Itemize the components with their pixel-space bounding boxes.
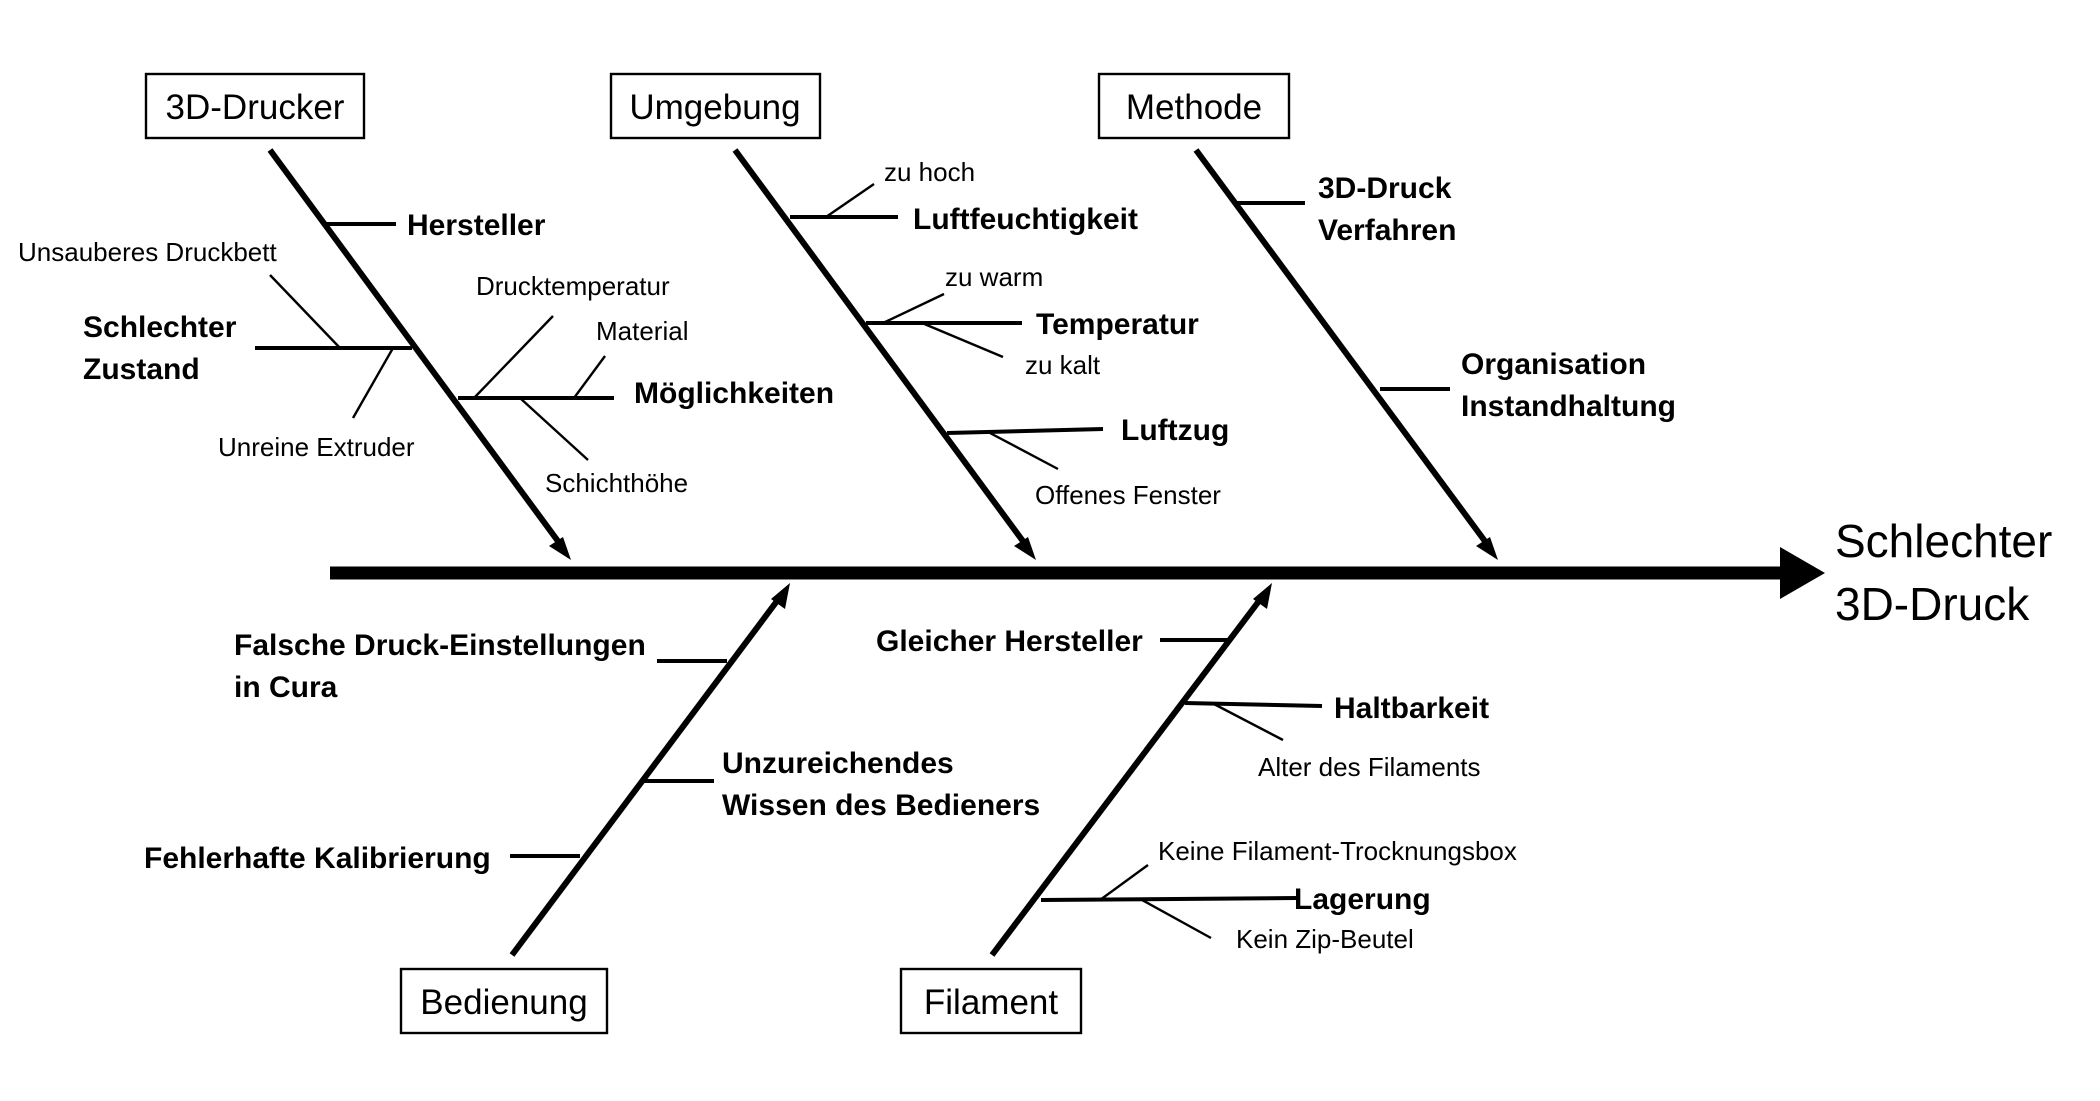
cause-organisation-instandhaltung-line2: Instandhaltung — [1461, 390, 1676, 423]
category-box-bedienung — [399, 967, 609, 1035]
sub-cause-zu-hoch: zu hoch — [884, 157, 975, 187]
bone-bedienung-arrowhead — [771, 583, 790, 609]
cause-moeglichkeiten: Möglichkeiten — [634, 377, 834, 410]
category-box-methode — [1097, 72, 1291, 140]
cause-3d-druck-verfahren-line2: Verfahren — [1318, 214, 1456, 247]
effect-label-line2: 3D-Druck — [1835, 578, 2030, 630]
cause-organisation-instandhaltung-line1: Organisation — [1461, 348, 1646, 381]
cause-temperatur: Temperatur — [1036, 308, 1199, 341]
sub-cause-material: Material — [596, 316, 688, 346]
bone-umgebung — [732, 148, 1031, 550]
sub-branch-keine-filament-trocknungsbox — [1099, 864, 1149, 901]
sub-branch-alter-des-filaments — [1211, 701, 1284, 742]
bone-3d-drucker-arrowhead — [549, 537, 571, 560]
bone-bedienung — [509, 595, 783, 957]
category-box-umgebung — [609, 72, 822, 140]
sub-branch-unreine-extruder — [351, 347, 395, 419]
category-box-filament — [899, 967, 1083, 1035]
sub-cause-zu-warm: zu warm — [945, 262, 1043, 292]
sub-branch-zu-warm — [882, 292, 945, 325]
branch-luftzug — [946, 427, 1104, 435]
sub-cause-alter-des-filaments: Alter des Filaments — [1258, 752, 1481, 782]
category-label-methode: Methode — [1126, 88, 1262, 127]
cause-falsche-druck-einstellungen-line1: Falsche Druck-Einstellungen — [234, 629, 646, 662]
category-label-filament: Filament — [924, 983, 1058, 1022]
cause-luftzug: Luftzug — [1121, 414, 1229, 447]
cause-schlechter-zustand-line2: Zustand — [83, 353, 200, 386]
sub-branch-unsauberes-druckbett — [269, 274, 341, 349]
bone-filament-arrowhead — [1253, 583, 1272, 609]
sub-cause-unreine-extruder: Unreine Extruder — [218, 432, 415, 462]
category-label-bedienung: Bedienung — [420, 983, 587, 1022]
sub-branch-offenes-fenster — [989, 431, 1059, 471]
sub-cause-schichthoehe: Schichthöhe — [545, 468, 688, 498]
cause-luftfeuchtigkeit: Luftfeuchtigkeit — [913, 203, 1138, 236]
sub-branch-material — [573, 355, 606, 399]
effect-label-line1: Schlechter — [1835, 515, 2052, 567]
sub-branch-kein-zip-beutel — [1141, 898, 1212, 940]
bone-umgebung-arrowhead — [1014, 537, 1036, 560]
cause-falsche-druck-einstellungen-line2: in Cura — [234, 671, 338, 704]
cause-hersteller: Hersteller — [407, 209, 546, 242]
bone-methode-arrowhead — [1476, 537, 1498, 560]
bone-3d-drucker — [267, 148, 566, 550]
sub-cause-unsauberes-druckbett: Unsauberes Druckbett — [18, 237, 277, 267]
cause-fehlerhafte-kalibrierung: Fehlerhafte Kalibrierung — [144, 842, 491, 875]
category-3d-drucker: 3D-Drucker Hersteller Schlechter Zustand… — [18, 72, 834, 560]
main-spine-arrowhead — [1780, 547, 1825, 599]
cause-3d-druck-verfahren-line1: 3D-Druck — [1318, 172, 1452, 205]
cause-unzureichendes-wissen-line2: Wissen des Bedieners — [722, 789, 1040, 822]
cause-lagerung: Lagerung — [1294, 883, 1431, 916]
cause-schlechter-zustand-line1: Schlechter — [83, 311, 237, 344]
sub-branch-schichthoehe — [519, 397, 589, 461]
sub-branch-zu-kalt — [921, 321, 1004, 359]
branch-haltbarkeit — [1184, 701, 1323, 708]
cause-haltbarkeit: Haltbarkeit — [1334, 692, 1489, 725]
bone-methode — [1193, 148, 1493, 550]
category-methode: Methode 3D-Druck Verfahren Organisation … — [1097, 72, 1676, 560]
sub-cause-drucktemperatur: Drucktemperatur — [476, 271, 670, 301]
sub-cause-offenes-fenster: Offenes Fenster — [1035, 480, 1221, 510]
bone-filament — [989, 595, 1265, 957]
sub-branch-zu-hoch — [825, 183, 875, 218]
category-filament: Filament Gleicher Hersteller Haltbarkeit… — [876, 583, 1517, 1035]
category-label-umgebung: Umgebung — [629, 88, 800, 127]
branch-lagerung — [1040, 896, 1298, 902]
category-umgebung: Umgebung Luftfeuchtigkeit zu hoch Temper… — [609, 72, 1229, 560]
cause-unzureichendes-wissen-line1: Unzureichendes — [722, 747, 954, 780]
sub-cause-zu-kalt: zu kalt — [1025, 350, 1101, 380]
sub-cause-kein-zip-beutel: Kein Zip-Beutel — [1236, 924, 1414, 954]
category-label-3d-drucker: 3D-Drucker — [166, 88, 345, 127]
category-bedienung: Bedienung Falsche Druck-Einstellungen in… — [144, 583, 1040, 1035]
cause-gleicher-hersteller: Gleicher Hersteller — [876, 625, 1143, 658]
sub-branch-drucktemperatur — [473, 315, 554, 399]
sub-cause-keine-filament-trocknungsbox: Keine Filament-Trocknungsbox — [1158, 836, 1517, 866]
category-box-3d-drucker — [144, 72, 366, 140]
